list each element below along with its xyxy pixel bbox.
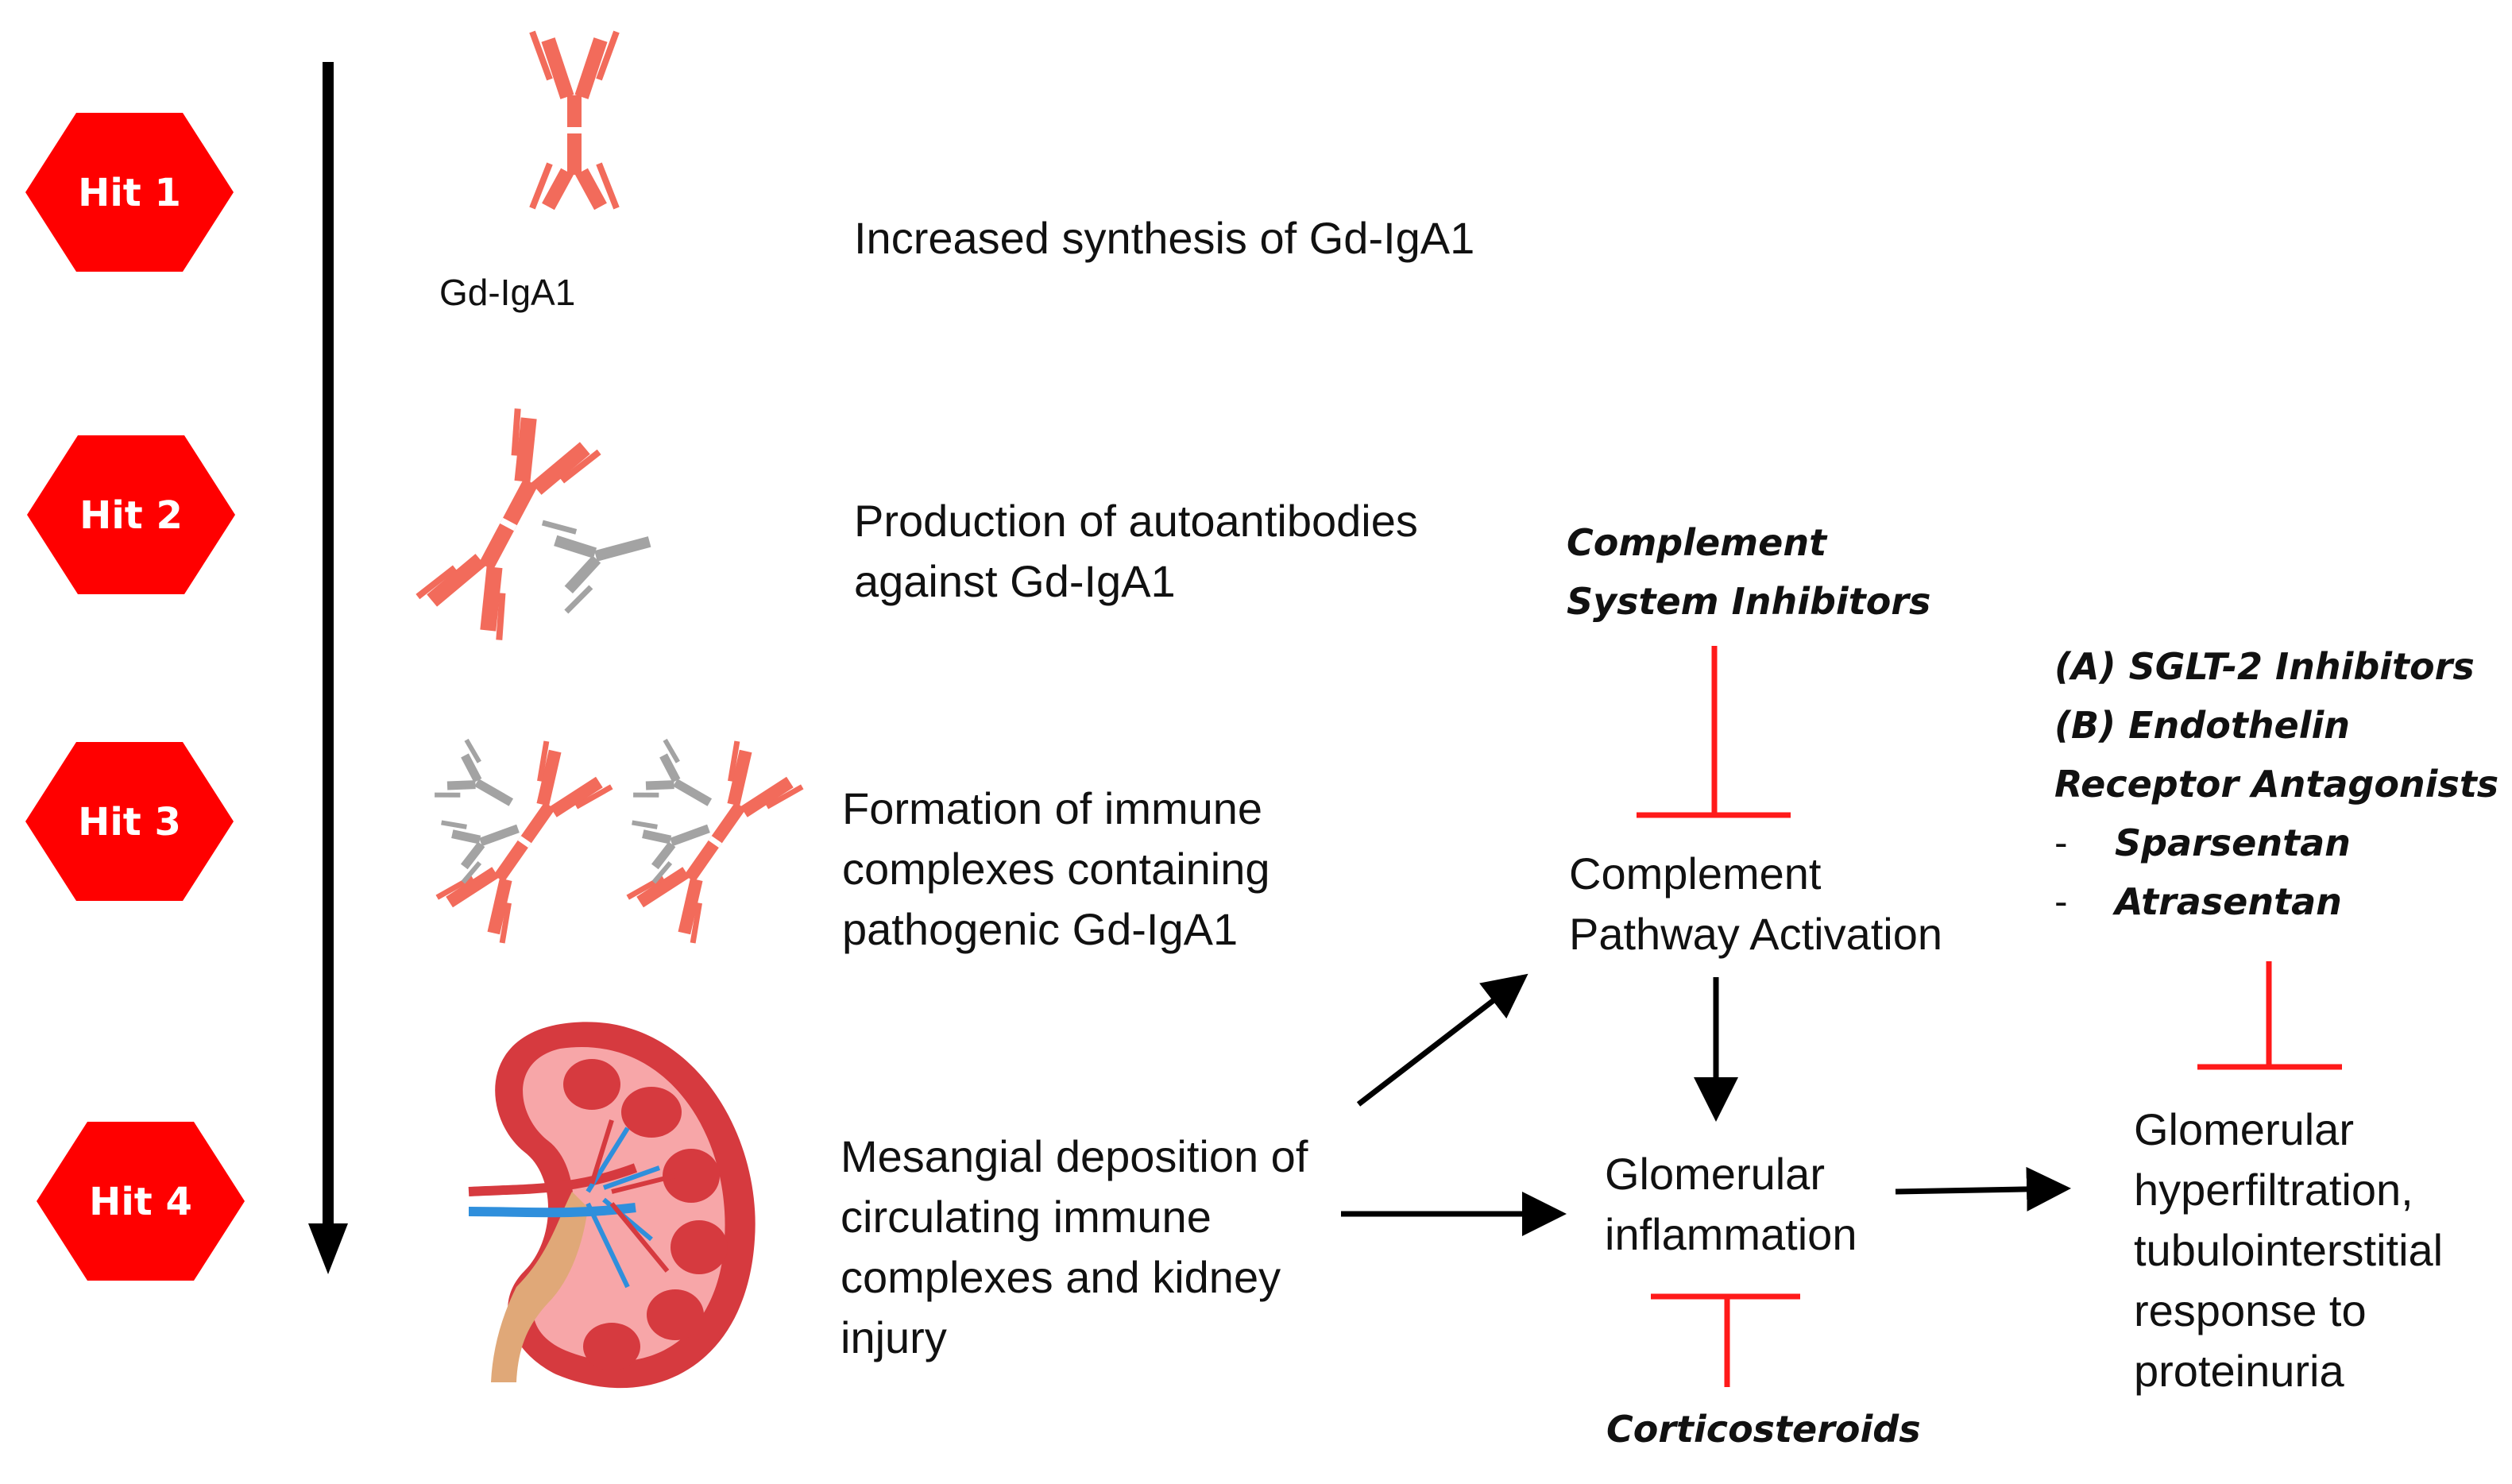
- corticosteroids-label: Corticosteroids: [1606, 1400, 1921, 1459]
- complement-inhibitors-line: Complement: [1567, 521, 1827, 564]
- complement-inhibitors-label: Complement System Inhibitors: [1567, 513, 1930, 631]
- arrow-to-hyperfiltration: [1895, 1166, 2071, 1212]
- timeline-arrowhead: [308, 1223, 348, 1274]
- sglt-era-inhibitor-tbar: [2197, 961, 2342, 1070]
- complement-activation-node: Complement Pathway Activation: [1569, 844, 1942, 964]
- hit-1-description: Increased synthesis of Gd-IgA1: [854, 208, 1474, 269]
- hit-4-description: Mesangial deposition of circulating immu…: [841, 1127, 1308, 1368]
- hit-3-description-line: complexes containing: [842, 844, 1270, 894]
- arrow-to-complement: [1356, 973, 1528, 1107]
- hit-2-label: Hit 2: [79, 493, 183, 538]
- hit-4-description-line: complexes and kidney: [841, 1252, 1281, 1302]
- hit-3-description-line: pathogenic Gd-IgA1: [842, 904, 1239, 954]
- immune-complex-icon-2: [626, 738, 804, 944]
- hit-3-description: Formation of immune complexes containing…: [842, 779, 1270, 960]
- kidney-icon: [468, 1022, 756, 1389]
- hit-2-description-line: Production of autoantibodies: [854, 496, 1418, 546]
- hit-2-hexagon: Hit 2: [27, 435, 235, 594]
- sglt-era-line: (A) SGLT-2 Inhibitors: [2054, 645, 2475, 688]
- hit-4-description-line: injury: [841, 1312, 947, 1362]
- hit-3-hexagon: Hit 3: [25, 742, 234, 901]
- hit-1-hexagon: Hit 1: [25, 113, 234, 272]
- sglt-era-line: Receptor Antagonists: [2054, 763, 2499, 806]
- hyperfiltration-line: tubulointerstitial: [2134, 1225, 2444, 1275]
- hyperfiltration-line: Glomerular: [2134, 1104, 2354, 1154]
- hit-3-description-line: Formation of immune: [842, 783, 1263, 833]
- hit-4-description-line: Mesangial deposition of: [841, 1131, 1308, 1181]
- hit-2-description: Production of autoantibodies against Gd-…: [854, 491, 1418, 612]
- hit-4-label: Hit 4: [89, 1180, 192, 1224]
- atrasentan-label: Atrasentan: [2115, 880, 2342, 923]
- hyperfiltration-line: response to: [2134, 1285, 2367, 1335]
- glomerular-inflammation-node: Glomerular inflammation: [1605, 1144, 1857, 1265]
- gd-iga1-label: Gd-IgA1: [439, 272, 576, 313]
- corticosteroids-line: Corticosteroids: [1606, 1408, 1921, 1451]
- sparsentan-item: - Sparsentan: [2054, 813, 2498, 872]
- hit-2-description-line: against Gd-IgA1: [854, 556, 1176, 606]
- glomerular-inflammation-line: Glomerular: [1605, 1149, 1825, 1199]
- hit-3-label: Hit 3: [78, 800, 181, 844]
- hit-1-label: Hit 1: [78, 171, 181, 215]
- complement-activation-line: Pathway Activation: [1569, 909, 1943, 959]
- hyperfiltration-node: Glomerular hyperfiltration, tubulointers…: [2134, 1099, 2443, 1401]
- bullet: -: [2054, 880, 2068, 923]
- gd-iga1-antibody-icon: [529, 30, 620, 211]
- sglt-era-label: (A) SGLT-2 Inhibitors (B) Endothelin Rec…: [2054, 637, 2498, 931]
- sparsentan-label: Sparsentan: [2115, 821, 2351, 864]
- immune-complex-icon-1: [435, 738, 613, 944]
- gd-iga1-autoantibody-icon: [415, 408, 651, 640]
- hyperfiltration-line: proteinuria: [2134, 1346, 2344, 1396]
- bullet: -: [2054, 821, 2068, 864]
- hit-4-description-line: circulating immune: [841, 1192, 1212, 1242]
- hit-4-hexagon: Hit 4: [37, 1122, 245, 1281]
- corticosteroid-inhibitor-tbar: [1651, 1293, 1800, 1387]
- complement-inhibitors-line: System Inhibitors: [1567, 580, 1931, 623]
- atrasentan-item: - Atrasentan: [2054, 872, 2498, 931]
- hyperfiltration-line: hyperfiltration,: [2134, 1165, 2413, 1215]
- glomerular-inflammation-line: inflammation: [1605, 1209, 1857, 1259]
- complement-activation-line: Complement: [1569, 848, 1822, 899]
- hit-1-description-line: Increased synthesis of Gd-IgA1: [854, 213, 1475, 263]
- complement-inhibitor-tbar: [1637, 646, 1791, 818]
- sglt-era-line: (B) Endothelin: [2054, 704, 2351, 747]
